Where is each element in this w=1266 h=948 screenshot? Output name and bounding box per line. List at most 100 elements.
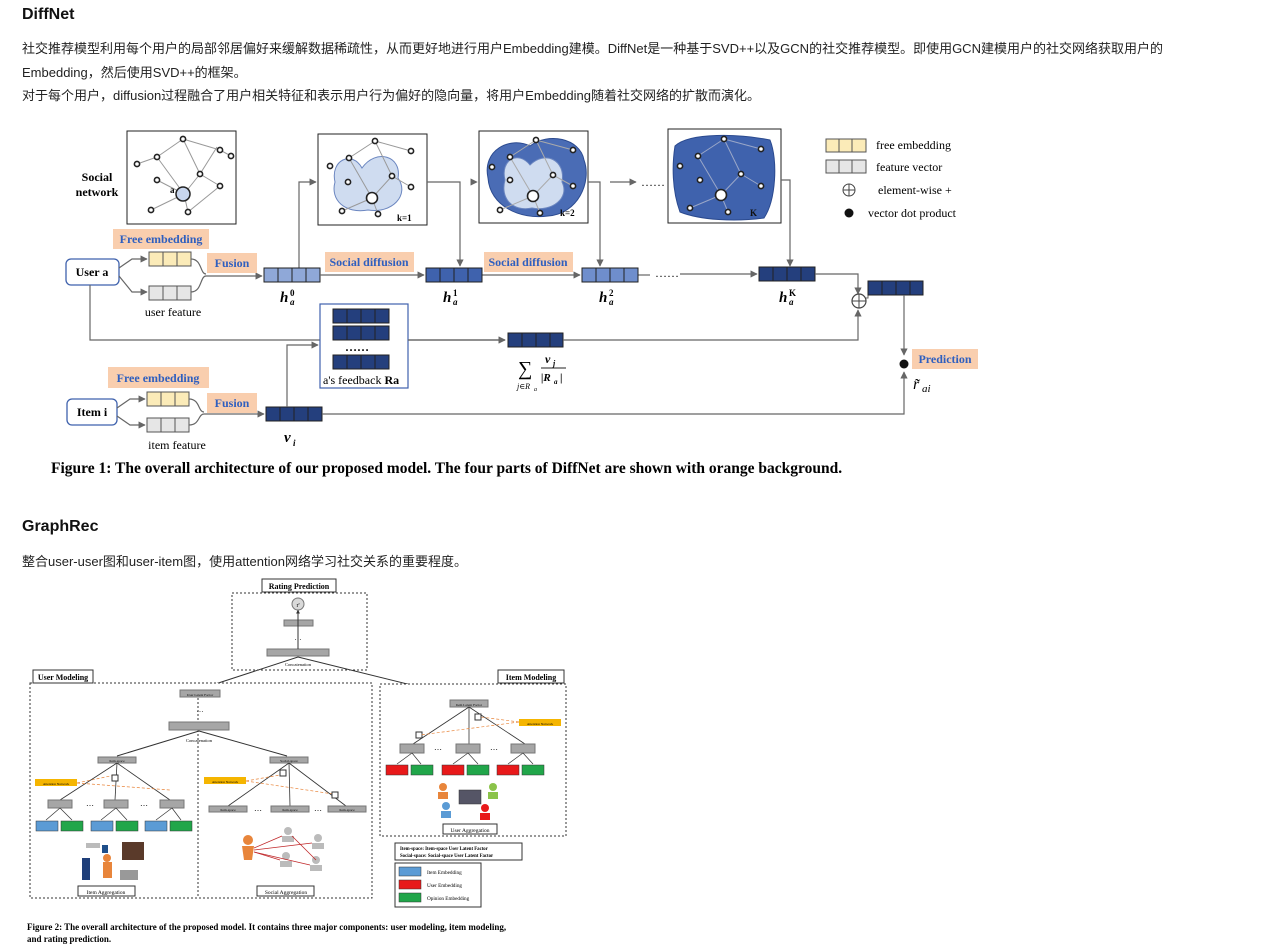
item-aggregation-label: Item Aggregation bbox=[87, 890, 126, 896]
feedback-label: a's feedback Ra bbox=[323, 373, 399, 387]
svg-text:a: a bbox=[789, 297, 794, 307]
svg-text:feature vector: feature vector bbox=[876, 160, 942, 174]
h0-symbol: h bbox=[280, 290, 288, 306]
user-aggregation-icons bbox=[438, 783, 498, 820]
svg-text:ai: ai bbox=[922, 383, 931, 395]
svg-text:Concatenation: Concatenation bbox=[285, 662, 312, 667]
diffnet-paragraph-1-line-1: 社交推荐模型利用每个用户的局部邻居偏好来缓解数据稀疏性，从而更好地进行用户Emb… bbox=[22, 41, 1163, 56]
svg-text:Item-space: Item-space User L: Item-space: Item-space User Latent Facto… bbox=[400, 847, 489, 852]
social-diffusion-tag-1 bbox=[325, 252, 414, 272]
h1-vector bbox=[425, 267, 483, 283]
svg-text:K: K bbox=[789, 288, 796, 298]
svg-text:a: a bbox=[554, 378, 558, 386]
diffusion-graph-k1: k=1 bbox=[317, 133, 428, 226]
free-embedding-user-tag bbox=[113, 229, 209, 249]
space-note-box bbox=[394, 842, 523, 861]
h2-vector bbox=[581, 267, 639, 283]
svg-text:Social-space: Social-space Use: Social-space: Social-space User Latent F… bbox=[400, 854, 494, 859]
kK-label: K bbox=[750, 208, 757, 218]
svg-text:Social diffusion: Social diffusion bbox=[488, 255, 567, 269]
svg-text:Attention Network: Attention Network bbox=[43, 782, 70, 786]
social-graph-panel: a bbox=[126, 130, 237, 225]
svg-text:…: … bbox=[490, 743, 498, 752]
svg-text:…: … bbox=[86, 799, 94, 808]
svg-text:Item-space: Item-space bbox=[109, 759, 125, 763]
k1-label: k=1 bbox=[397, 213, 412, 223]
figure2-caption-line2: and rating prediction. bbox=[27, 934, 111, 944]
svg-text:…: … bbox=[314, 804, 322, 813]
graphrec-heading: GraphRec bbox=[22, 518, 99, 535]
svg-text:network: network bbox=[76, 185, 119, 199]
svg-text:r': r' bbox=[296, 603, 299, 609]
svg-text:h: h bbox=[779, 290, 787, 306]
k2-label: k=2 bbox=[560, 208, 575, 218]
user-aggregation-label: User Aggregation bbox=[451, 828, 490, 834]
svg-text:Fusion: Fusion bbox=[215, 396, 250, 410]
svg-text:Attention Network: Attention Network bbox=[212, 780, 239, 784]
item-i-label: Item i bbox=[77, 405, 108, 419]
svg-text:h: h bbox=[599, 290, 607, 306]
svg-text:a: a bbox=[534, 387, 537, 393]
diffusion-graph-kK: K bbox=[667, 128, 782, 224]
svg-text:Social diffusion: Social diffusion bbox=[329, 255, 408, 269]
feedback-sum-vector bbox=[507, 332, 564, 348]
svg-text:Item Latent Factor: Item Latent Factor bbox=[456, 703, 483, 707]
svg-text:|R: |R bbox=[541, 372, 551, 384]
svg-text:…: … bbox=[434, 743, 442, 752]
svg-text:…: … bbox=[140, 799, 148, 808]
user-a-label: User a bbox=[76, 265, 109, 279]
diffnet-paragraph-1-line-2: Embedding，然后使用SVD++的框架。 bbox=[22, 65, 247, 80]
middle-ellipsis: …… bbox=[655, 266, 679, 280]
user-modeling-label: User Modeling bbox=[38, 673, 88, 682]
svg-text:a: a bbox=[609, 297, 614, 307]
vi-vector bbox=[265, 406, 323, 422]
item-modeling-label: Item Modeling bbox=[506, 673, 556, 682]
svg-text:a: a bbox=[290, 297, 295, 307]
social-aggregation-icons bbox=[242, 827, 324, 871]
attention-network-right bbox=[519, 719, 561, 726]
svg-text:2: 2 bbox=[609, 288, 614, 298]
svg-text:Prediction: Prediction bbox=[918, 352, 971, 366]
svg-text:element-wise +: element-wise + bbox=[878, 183, 952, 197]
svg-text:Item-space: Item-space bbox=[220, 808, 236, 812]
figure2-caption-line1: Figure 2: The overall architecture of th… bbox=[27, 922, 506, 932]
svg-text:h: h bbox=[443, 290, 451, 306]
h0-vector bbox=[263, 267, 321, 283]
feedback-ellipsis: …… bbox=[345, 340, 369, 354]
svg-text:0: 0 bbox=[290, 288, 295, 298]
hK-vector bbox=[758, 266, 816, 282]
svg-text:j∈R: j∈R bbox=[516, 382, 530, 391]
attention-network-mid bbox=[204, 777, 246, 784]
social-network-label: Social bbox=[82, 170, 113, 184]
diffnet-paragraph-2: 对于每个用户，diffusion过程融合了用户相关特征和表示用户行为偏好的隐向量… bbox=[22, 88, 760, 103]
svg-text:|: | bbox=[560, 372, 562, 384]
diffnet-heading: DiffNet bbox=[22, 6, 75, 23]
r-hat-symbol: r̃ bbox=[913, 376, 921, 393]
svg-text:Item-space: Item-space bbox=[282, 808, 298, 812]
figure1-caption: Figure 1: The overall architecture of ou… bbox=[51, 460, 842, 477]
graphrec-architecture-figure: Rating Prediction r' … Concatenation Use… bbox=[27, 578, 567, 944]
sum-formula: ∑ bbox=[518, 358, 532, 380]
svg-text:Free embedding: Free embedding bbox=[120, 232, 203, 246]
svg-text:free embedding: free embedding bbox=[876, 138, 951, 152]
svg-text:Item Embedding: Item Embedding bbox=[427, 870, 462, 876]
user-a-box bbox=[65, 258, 120, 286]
dot-product-node bbox=[899, 359, 909, 369]
svg-text:Opinion Embedding: Opinion Embedding bbox=[427, 896, 470, 902]
svg-text:Fusion: Fusion bbox=[215, 256, 250, 270]
svg-text:…: … bbox=[197, 706, 204, 714]
node-a-label: a bbox=[170, 185, 175, 195]
svg-text:1: 1 bbox=[453, 288, 458, 298]
svg-text:v: v bbox=[545, 352, 551, 366]
item-aggregation-icons bbox=[82, 842, 144, 880]
svg-text:Free embedding: Free embedding bbox=[117, 371, 200, 385]
svg-text:j: j bbox=[551, 359, 556, 368]
prediction-tag bbox=[912, 349, 978, 369]
fusion-item-tag bbox=[207, 393, 257, 413]
svg-text:Item-space: Item-space bbox=[339, 808, 355, 812]
fusion-user-tag bbox=[207, 253, 257, 273]
diffusion-graph-k2: k=2 bbox=[478, 130, 589, 224]
top-ellipsis: …… bbox=[641, 175, 665, 189]
attention-network-left bbox=[35, 779, 77, 786]
svg-text:a: a bbox=[453, 297, 458, 307]
